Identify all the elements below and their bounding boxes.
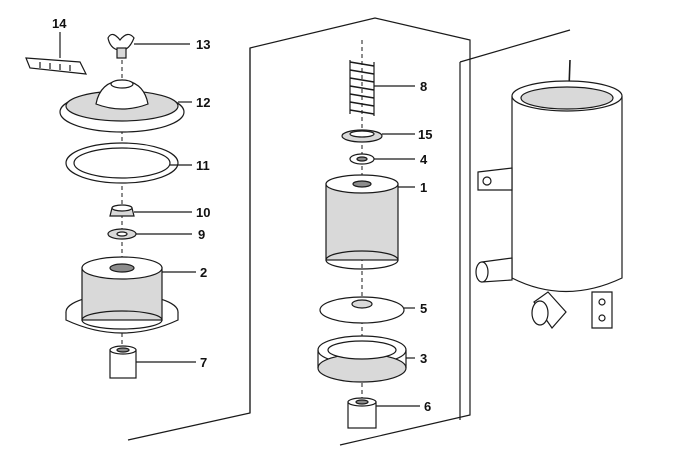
label-3: 3 — [420, 351, 427, 366]
label-14: 14 — [52, 16, 67, 31]
part-4-ring — [349, 153, 375, 165]
part-14-scale — [25, 57, 88, 75]
filter-housing — [475, 59, 623, 329]
label-2: 2 — [200, 265, 207, 280]
part-labels: 14 13 12 11 10 9 2 7 8 15 4 1 5 3 6 — [52, 16, 432, 414]
part-6-sleeve — [347, 397, 377, 429]
part-12-cover — [59, 79, 185, 133]
part-13-wing-nut — [107, 33, 135, 59]
label-15: 15 — [418, 127, 432, 142]
part-8-spring — [349, 60, 375, 116]
label-10: 10 — [196, 205, 210, 220]
part-10-nut — [109, 204, 135, 217]
leader-lines — [59, 32, 420, 407]
middle-assembly — [317, 40, 407, 429]
part-2-filter-bowl — [65, 256, 179, 334]
label-5: 5 — [420, 301, 427, 316]
label-6: 6 — [424, 399, 431, 414]
part-7-sleeve — [109, 345, 137, 379]
label-1: 1 — [420, 180, 427, 195]
part-3-ring — [317, 335, 407, 383]
part-1-cartridge — [325, 174, 399, 270]
part-9-washer — [107, 228, 137, 240]
label-9: 9 — [198, 227, 205, 242]
part-5-plate — [319, 296, 405, 324]
label-8: 8 — [420, 79, 427, 94]
label-7: 7 — [200, 355, 207, 370]
panel-frames — [127, 17, 571, 446]
left-assembly — [25, 33, 185, 379]
part-15-seal — [341, 129, 383, 143]
part-11-gasket — [65, 142, 179, 184]
label-13: 13 — [196, 37, 210, 52]
label-12: 12 — [196, 95, 210, 110]
label-11: 11 — [196, 158, 210, 173]
label-4: 4 — [420, 152, 428, 167]
